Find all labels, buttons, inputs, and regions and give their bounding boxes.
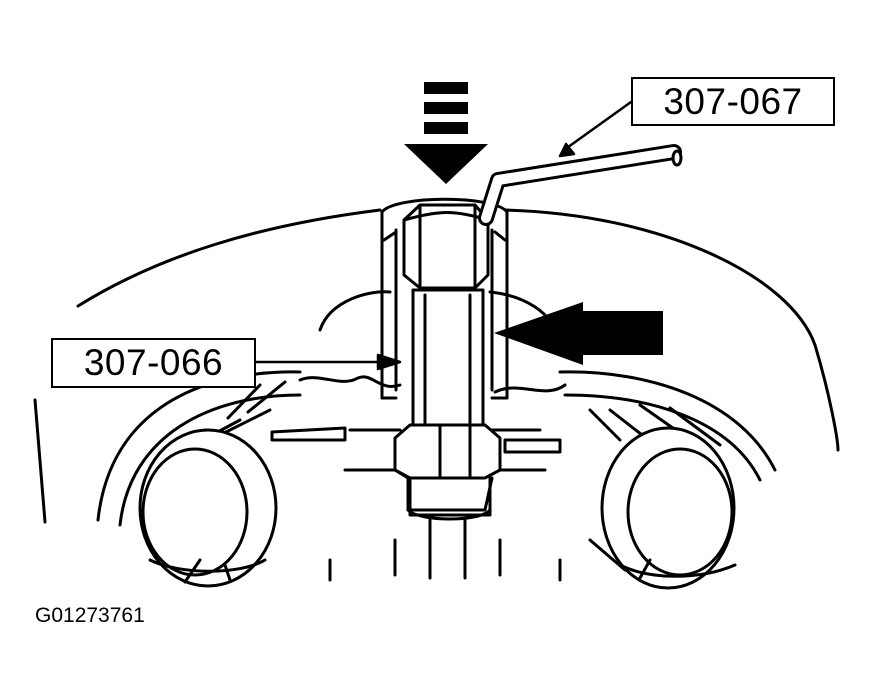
hex-nut — [393, 423, 502, 521]
press-down-arrow-icon — [404, 82, 488, 184]
left-hub — [96, 370, 347, 588]
right-hub — [503, 370, 777, 590]
callout-label-lower: 307-066 — [83, 342, 224, 383]
callout-tool-307-067: 307-067 — [631, 77, 835, 126]
draw-bolt — [402, 203, 490, 580]
callout-label-upper: 307-067 — [663, 80, 803, 122]
press-left-arrow-icon — [494, 302, 663, 365]
hex-key — [478, 144, 683, 226]
callout-tool-307-066: 307-066 — [51, 338, 256, 388]
housing-outline — [33, 208, 840, 524]
leader-lines — [254, 100, 633, 371]
figure-id: G01273761 — [35, 604, 145, 627]
